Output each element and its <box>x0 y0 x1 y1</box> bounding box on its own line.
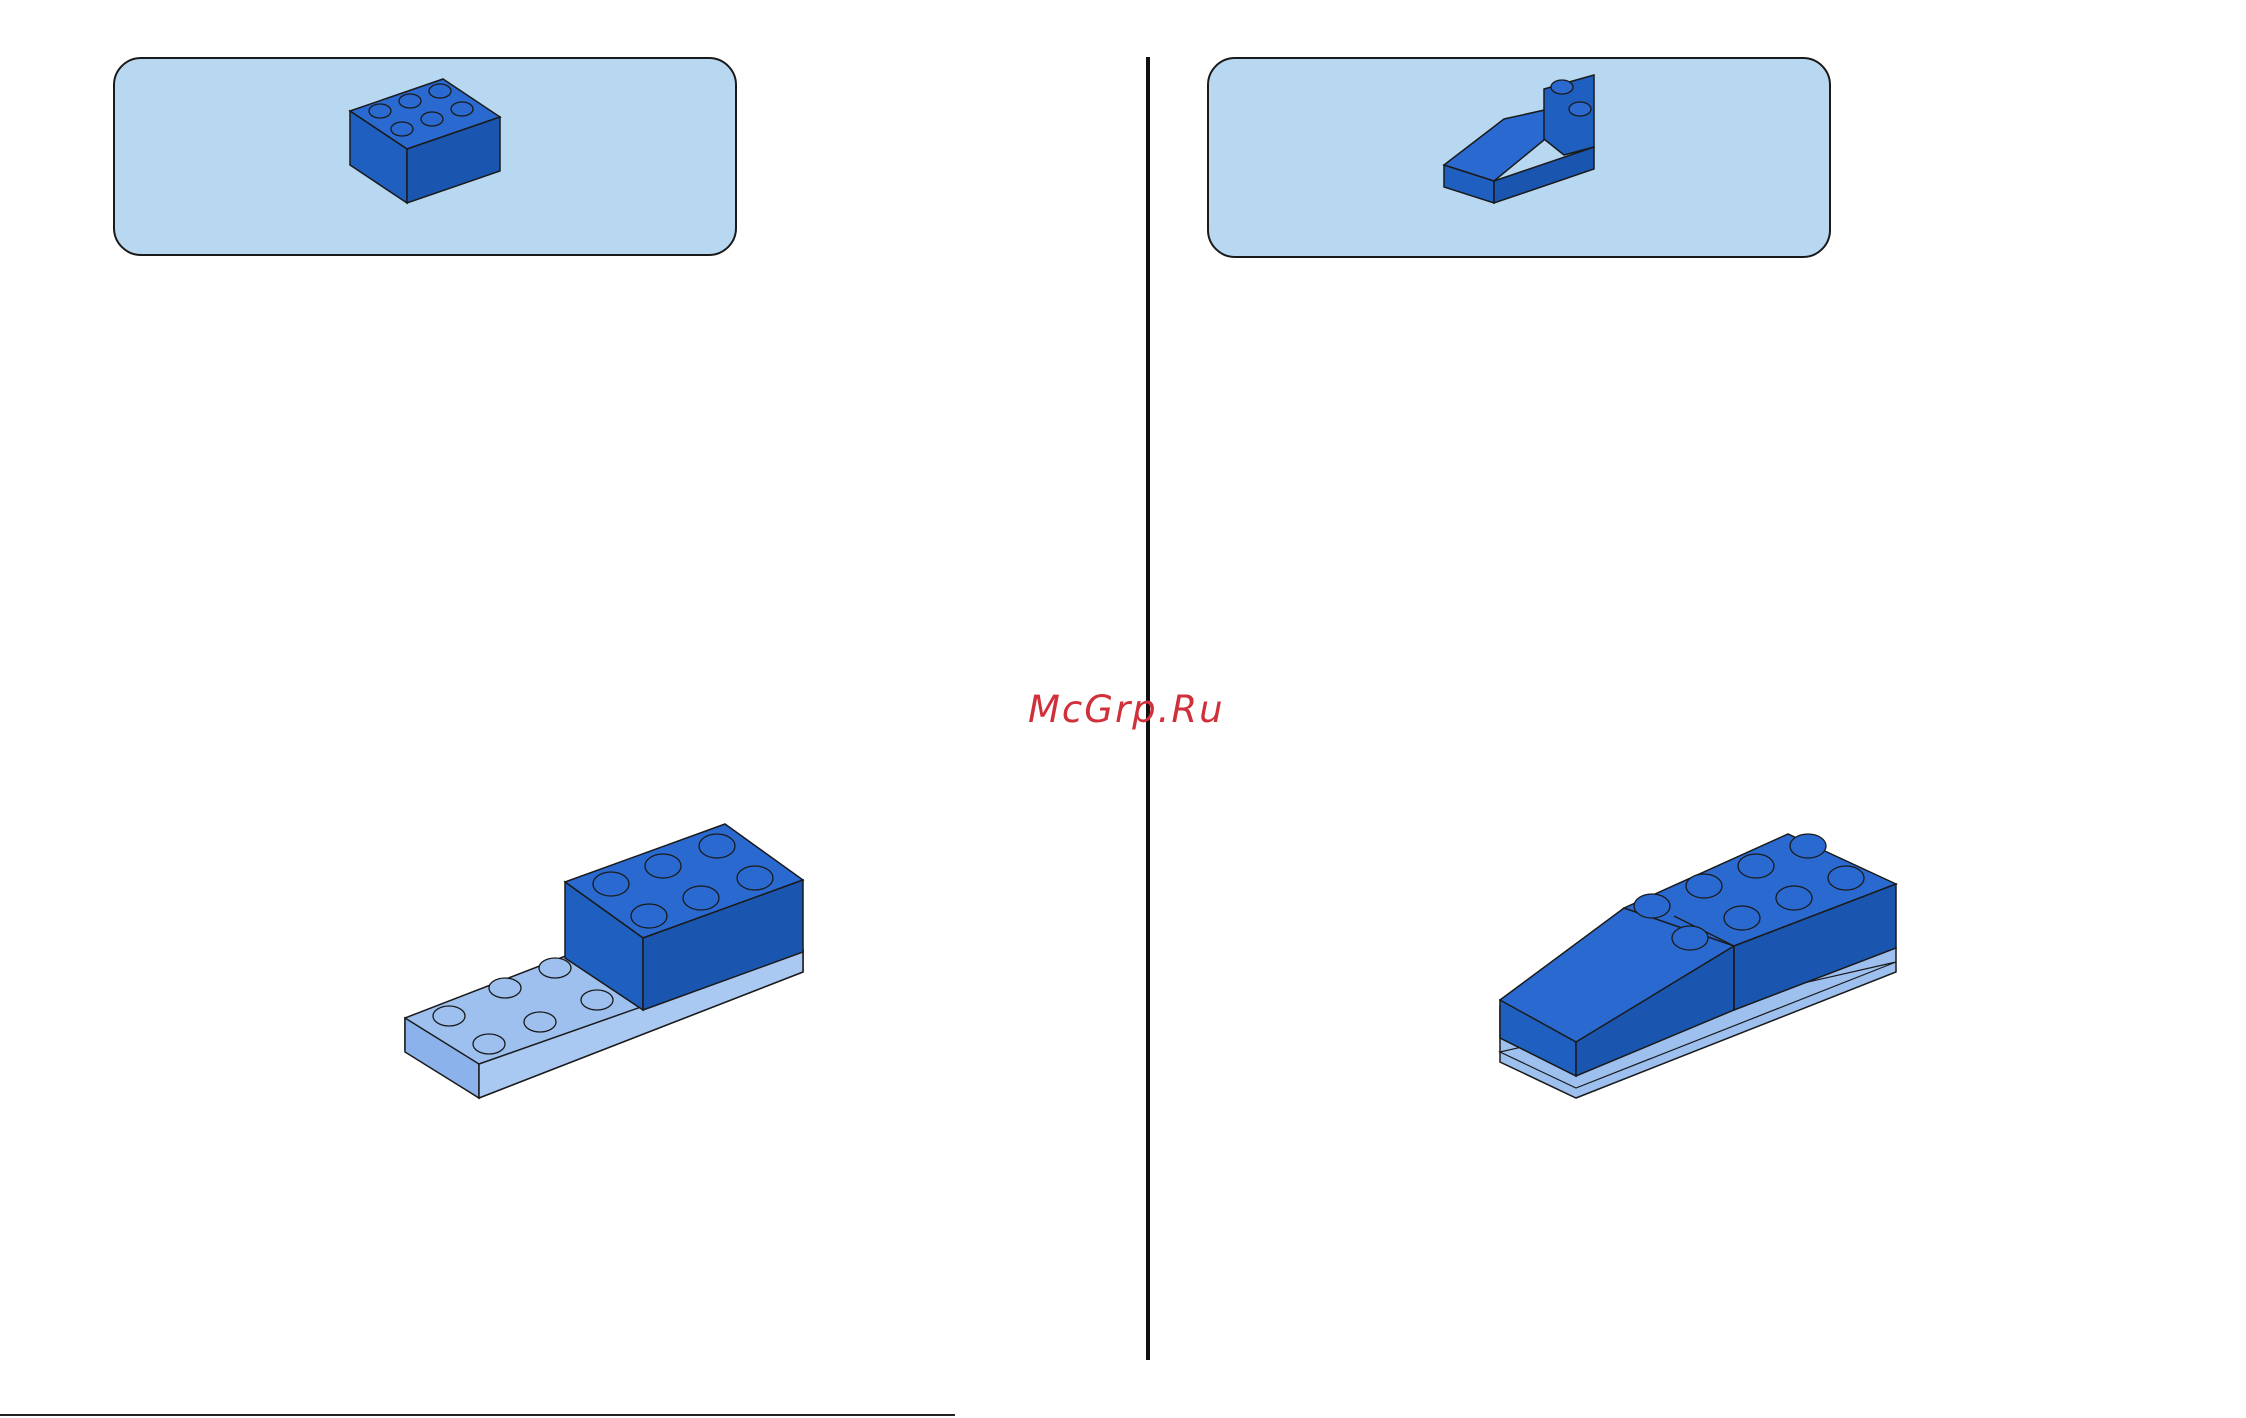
parts-needed-callout-right <box>1207 57 1831 258</box>
plate-with-brick-2x3-icon <box>405 820 805 1100</box>
plate-with-brick-and-slope-icon <box>1498 820 1898 1100</box>
bottom-rule <box>0 1414 955 1416</box>
watermark-text: McGrp.Ru <box>1028 688 1225 731</box>
slope-brick-3x2-icon <box>1444 79 1604 209</box>
brick-2x3-icon <box>350 79 510 209</box>
parts-needed-callout-left <box>113 57 737 256</box>
